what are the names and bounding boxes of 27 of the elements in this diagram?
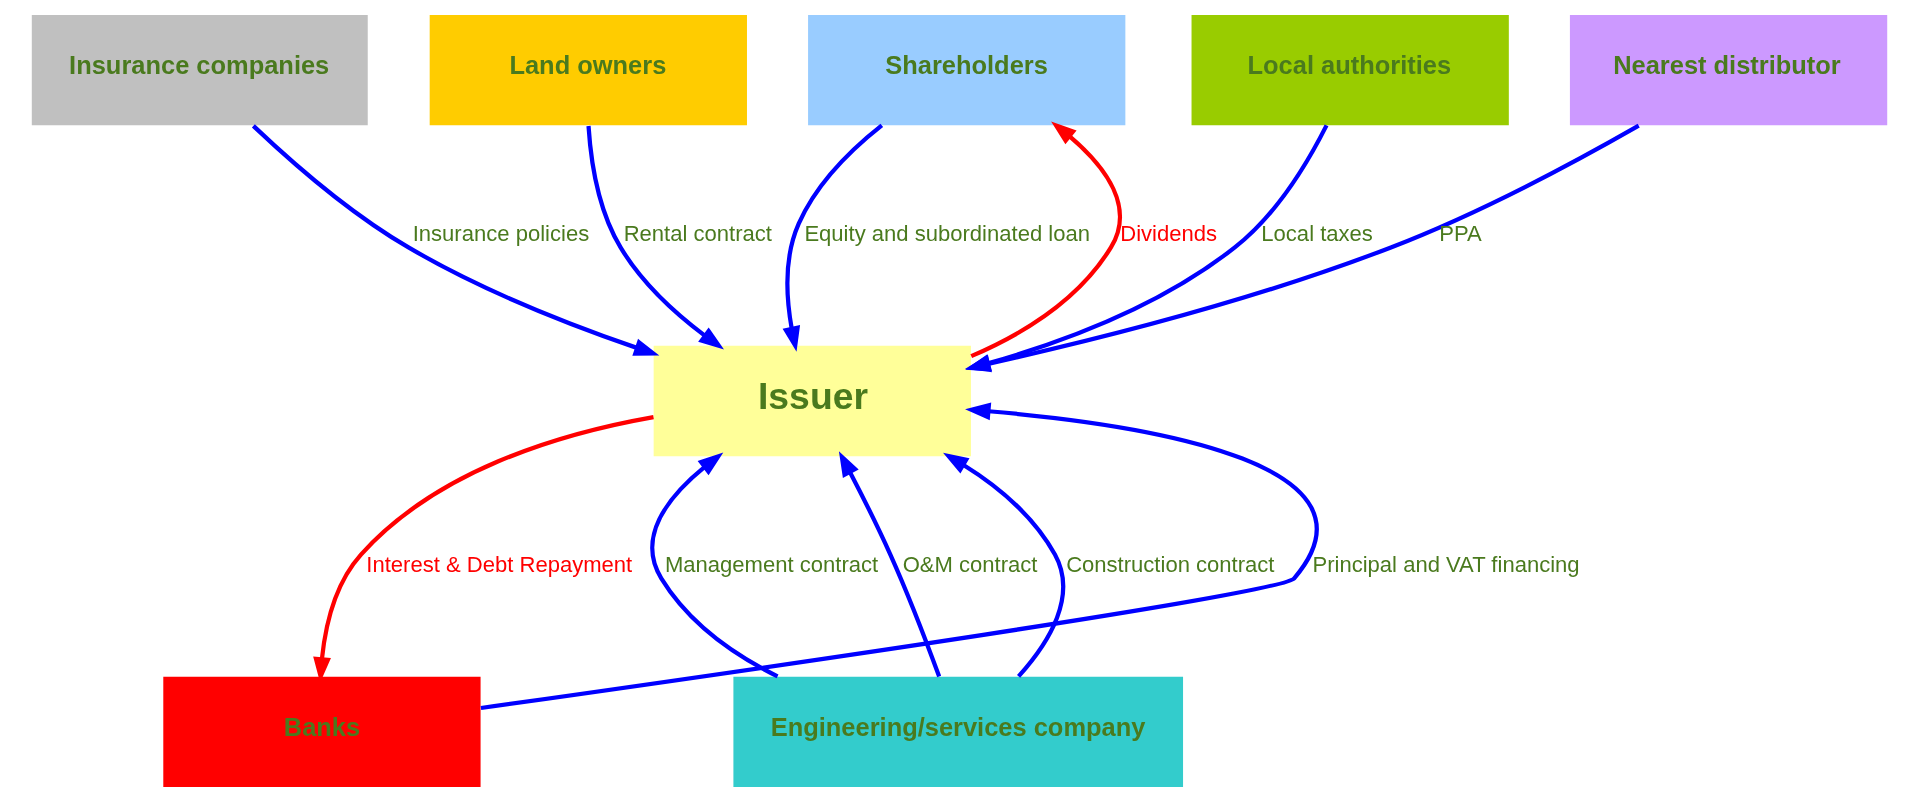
node-box: Banks bbox=[162, 676, 481, 787]
edge-label: Construction contract bbox=[1065, 552, 1274, 578]
node-box: Nearest distributor bbox=[1569, 15, 1887, 126]
edge-label: Insurance policies bbox=[412, 221, 589, 247]
edge-label: Interest & Debt Repayment bbox=[365, 552, 632, 578]
arrow bbox=[838, 451, 941, 678]
edge-label: Management contract bbox=[664, 552, 878, 578]
arrow bbox=[480, 402, 1319, 711]
edge-label: PPA bbox=[1438, 221, 1482, 247]
edge-label: Equity and subordinated loan bbox=[803, 221, 1090, 247]
node-box: Issuer bbox=[653, 345, 971, 457]
arrow bbox=[585, 125, 724, 350]
arrow bbox=[782, 123, 883, 352]
edge-label: O&M contract bbox=[902, 552, 1037, 578]
arrow bbox=[251, 124, 659, 356]
node-box: Insurance companies bbox=[31, 15, 368, 126]
edge-label: Principal and VAT financing bbox=[1311, 552, 1580, 578]
node-box: Land owners bbox=[429, 15, 747, 126]
edge-label: Rental contract bbox=[623, 221, 772, 247]
arrow bbox=[942, 452, 1065, 678]
node-box: Engineering/services company bbox=[732, 676, 1183, 787]
arrow bbox=[649, 452, 778, 679]
edge-label: Local taxes bbox=[1260, 221, 1373, 247]
node-box: Shareholders bbox=[807, 15, 1125, 126]
arrow bbox=[969, 121, 1122, 359]
edge-label: Dividends bbox=[1119, 221, 1217, 247]
node-box: Local authorities bbox=[1191, 15, 1509, 126]
